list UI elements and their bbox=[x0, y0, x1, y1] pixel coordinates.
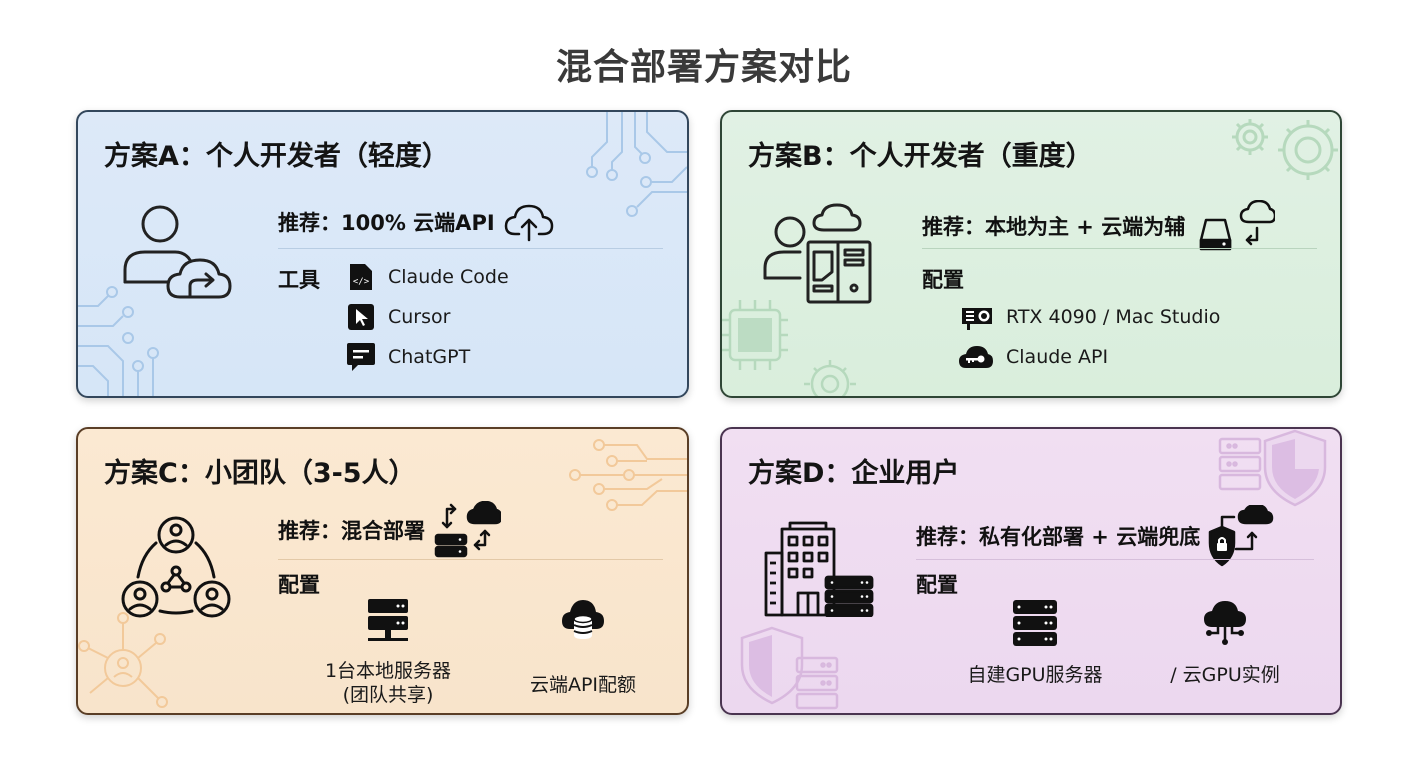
recommendation: 推荐：私有化部署 + 云端兜底 bbox=[916, 505, 1274, 567]
recommendation-text: 推荐：100% 云端API bbox=[278, 211, 495, 235]
tool-item: ChatGPT bbox=[346, 342, 470, 372]
config-item: 云端API配额 bbox=[518, 597, 648, 698]
config-label: / 云GPU实例 bbox=[1170, 663, 1280, 686]
card-title: 方案D：企业用户 bbox=[748, 458, 960, 489]
chip-decoration-icon bbox=[722, 300, 856, 396]
shield-cloud-icon bbox=[1208, 505, 1274, 567]
tool-label: Cursor bbox=[388, 306, 451, 328]
config-label: 自建GPU服务器 bbox=[967, 663, 1103, 686]
config-label: RTX 4090 / Mac Studio bbox=[1006, 306, 1221, 328]
recommendation: 推荐：100% 云端API bbox=[278, 202, 555, 242]
shield-server-decoration-icon bbox=[740, 626, 839, 710]
server-cloud-sync-icon bbox=[434, 501, 501, 558]
card-plan-b: 方案B：个人开发者（重度） 推荐：本地为主 + 云端为辅 配置 RTX 4090… bbox=[720, 110, 1342, 398]
section-label-config: 配置 bbox=[916, 573, 958, 597]
recommendation-text: 推荐：私有化部署 + 云端兜底 bbox=[916, 525, 1201, 549]
config-item: 1台本地服务器 (团队共享) bbox=[313, 597, 463, 707]
config-item: Claude API bbox=[958, 342, 1108, 372]
recommendation-text: 推荐：混合部署 bbox=[278, 519, 425, 543]
divider bbox=[278, 248, 663, 249]
cloud-upload-icon bbox=[504, 204, 553, 242]
config-label: Claude API bbox=[1006, 346, 1109, 368]
cursor-arrow-icon bbox=[346, 302, 376, 332]
card-title: 方案C：小团队（3-5人） bbox=[104, 458, 416, 489]
building-server-icon bbox=[764, 521, 874, 617]
drive-cloud-sync-icon bbox=[1199, 200, 1276, 251]
svg-text:</>: </> bbox=[353, 277, 370, 287]
chat-bubble-icon bbox=[346, 342, 376, 372]
tool-item: Cursor bbox=[346, 302, 450, 332]
page-title: 混合部署方案对比 bbox=[555, 47, 852, 88]
config-sublabel: (团队共享) bbox=[342, 683, 434, 706]
circuit-decoration-icon bbox=[586, 112, 687, 217]
circuit-decoration-icon bbox=[78, 286, 159, 396]
circuit-decoration-icon bbox=[569, 439, 687, 511]
config-label: 云端API配额 bbox=[529, 673, 637, 696]
card-title: 方案B：个人开发者（重度） bbox=[748, 141, 1093, 172]
config-label: 1台本地服务器 bbox=[324, 659, 452, 682]
cloud-database-icon bbox=[560, 597, 606, 650]
card-plan-a: 方案A：个人开发者（轻度） 推荐：100% 云端API 工具 </> Claud… bbox=[76, 110, 689, 398]
card-title: 方案A：个人开发者（轻度） bbox=[104, 141, 449, 172]
team-network-icon bbox=[121, 516, 231, 618]
recommendation: 推荐：本地为主 + 云端为辅 bbox=[922, 200, 1276, 252]
divider bbox=[916, 559, 1314, 560]
code-file-icon: </> bbox=[346, 262, 376, 292]
section-label-config: 配置 bbox=[922, 268, 964, 292]
section-label-tools: 工具 bbox=[278, 268, 320, 292]
shield-server-decoration-icon bbox=[1218, 429, 1327, 507]
divider bbox=[922, 248, 1317, 249]
gear-decoration-icon bbox=[1232, 119, 1338, 180]
card-plan-c: 方案C：小团队（3-5人） 推荐：混合部署 配置 1台本地服务器 (团队共享) … bbox=[76, 427, 689, 715]
config-item: RTX 4090 / Mac Studio bbox=[958, 302, 1220, 332]
server-rack-icon bbox=[1012, 599, 1058, 654]
divider bbox=[278, 559, 663, 560]
section-label-config: 配置 bbox=[278, 573, 320, 597]
user-workstation-cloud-icon bbox=[763, 203, 872, 304]
config-item: 自建GPU服务器 bbox=[950, 599, 1120, 688]
cloud-key-icon bbox=[958, 342, 994, 372]
recommendation: 推荐：混合部署 bbox=[278, 501, 501, 559]
tool-label: ChatGPT bbox=[388, 346, 471, 368]
server-icon bbox=[366, 597, 410, 650]
tool-item: </> Claude Code bbox=[346, 262, 509, 292]
recommendation-text: 推荐：本地为主 + 云端为辅 bbox=[922, 215, 1186, 239]
config-item: / 云GPU实例 bbox=[1150, 599, 1300, 688]
gpu-card-icon bbox=[958, 302, 994, 332]
user-cloud-icon bbox=[123, 205, 232, 299]
cloud-network-icon bbox=[1201, 599, 1249, 654]
tool-label: Claude Code bbox=[388, 266, 509, 288]
card-plan-d: 方案D：企业用户 推荐：私有化部署 + 云端兜底 配置 自建GPU服务器 bbox=[720, 427, 1342, 715]
